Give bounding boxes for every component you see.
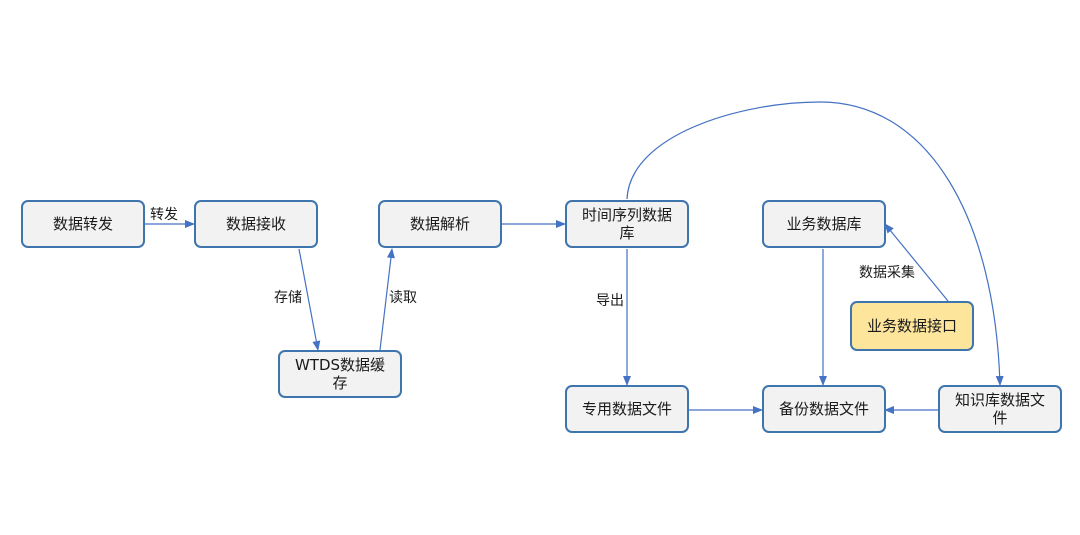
node-knowledge-file-label: 知识库数据文件 [954,391,1045,427]
node-backup-file[interactable]: 备份数据文件 [762,385,886,433]
edge-label-collect: 数据采集 [859,265,915,281]
edge-tsdb-to-kbfile [626,101,1004,386]
edge-cache-to-parse [379,248,395,351]
edge-label-read: 读取 [389,290,417,306]
node-timeseries-db[interactable]: 时间序列数据库 [565,200,689,248]
node-wtds-cache[interactable]: WTDS数据缓存 [278,350,402,398]
node-business-api[interactable]: 业务数据接口 [850,301,974,351]
node-data-receive-label: 数据接收 [225,215,286,233]
node-data-forward-label: 数据转发 [52,215,113,233]
node-business-db-label: 业务数据库 [786,215,862,233]
node-timeseries-db-label: 时间序列数据库 [581,206,672,242]
node-data-receive[interactable]: 数据接收 [194,200,318,248]
node-knowledge-file[interactable]: 知识库数据文件 [938,385,1062,433]
node-data-parse[interactable]: 数据解析 [378,200,502,248]
node-data-forward[interactable]: 数据转发 [21,200,145,248]
node-data-parse-label: 数据解析 [409,215,470,233]
edge-label-store: 存储 [274,290,302,306]
edge-bizapi-to-bizdb [884,223,949,302]
edge-receive-to-cache [298,248,321,351]
node-business-db[interactable]: 业务数据库 [762,200,886,248]
edge-label-export: 导出 [596,293,624,309]
node-special-file[interactable]: 专用数据文件 [565,385,689,433]
node-business-api-label: 业务数据接口 [866,317,957,335]
edge-label-forward: 转发 [150,207,178,223]
node-backup-file-label: 备份数据文件 [778,400,869,418]
node-special-file-label: 专用数据文件 [581,400,672,418]
node-wtds-cache-label: WTDS数据缓存 [294,356,386,392]
